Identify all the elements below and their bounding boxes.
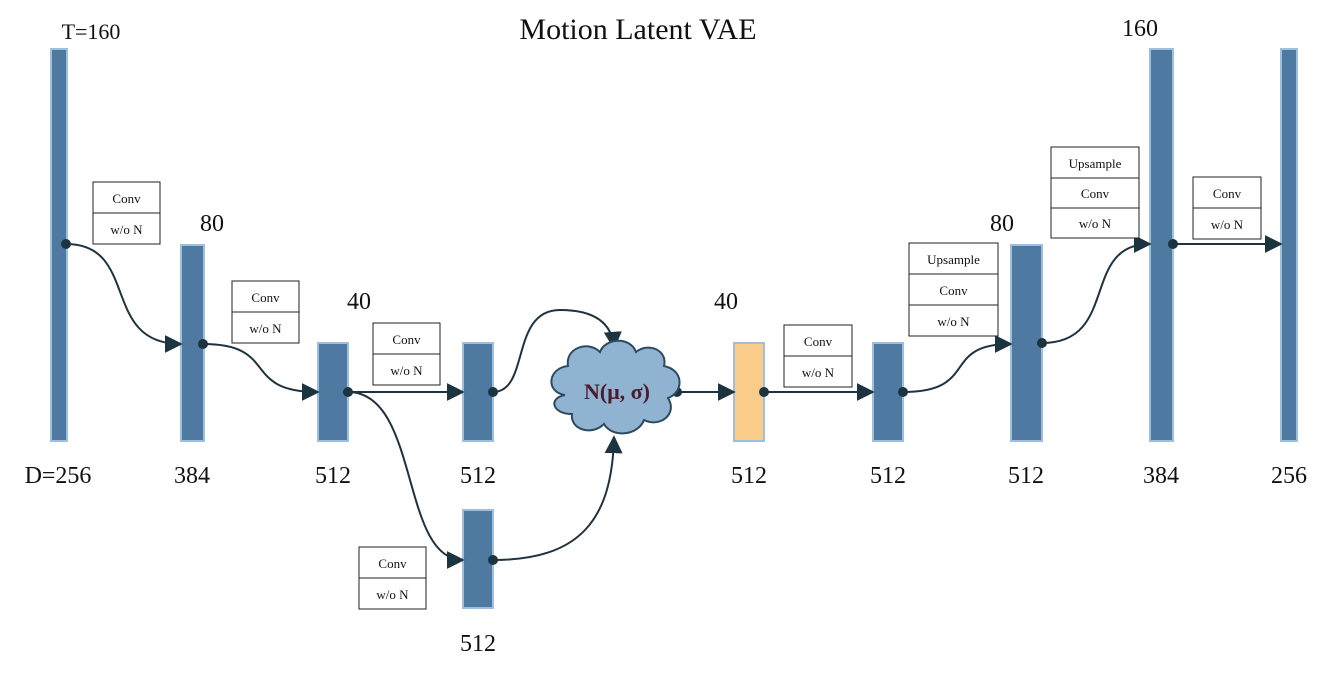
block-bottom-label: 512	[315, 463, 351, 489]
block-top-label: 80	[990, 211, 1014, 237]
connector-1-2	[202, 343, 320, 401]
block-top-label: 40	[347, 289, 371, 315]
op-line: w/o N	[249, 321, 282, 336]
block-bottom-label: D=256	[25, 463, 92, 489]
op-line: Conv	[392, 332, 421, 347]
connector-dot	[1037, 338, 1047, 348]
connector-dot	[1168, 239, 1178, 249]
connector-d0-d1	[902, 335, 1013, 393]
connector-sigma-dist	[492, 435, 623, 561]
block-bottom-label: 256	[1271, 463, 1307, 489]
block-bottom-label: 512	[870, 463, 906, 489]
block-bottom-label: 384	[174, 463, 210, 489]
op-line: w/o N	[1211, 217, 1244, 232]
op-line: Conv	[1213, 186, 1242, 201]
block-top-label: 40	[714, 289, 738, 315]
diagram-title: Motion Latent VAE	[519, 13, 756, 46]
op-line: Conv	[939, 283, 968, 298]
op-line: w/o N	[1079, 216, 1112, 231]
op-line: w/o N	[937, 314, 970, 329]
block-bottom-label: 512	[460, 631, 496, 657]
op-line: w/o N	[802, 365, 835, 380]
op-line: Upsample	[1069, 156, 1122, 171]
op-line: Conv	[112, 191, 141, 206]
block-top-label: 160	[1122, 16, 1158, 42]
connector-dot	[898, 387, 908, 397]
connector-2-sigma	[347, 391, 465, 569]
block-top-label: 80	[200, 211, 224, 237]
op-box-4: Conv w/o N	[783, 324, 853, 388]
connector-mu-dist	[492, 308, 622, 393]
connector-dot	[61, 239, 71, 249]
connector-dot	[343, 387, 353, 397]
op-line: Upsample	[927, 252, 980, 267]
block-bottom-label: 512	[460, 463, 496, 489]
connector-dot	[488, 387, 498, 397]
block-bottom-label: 512	[731, 463, 767, 489]
op-box-5: Upsample Conv w/o N	[908, 242, 999, 337]
distribution-cloud	[550, 339, 681, 435]
op-box-1: Conv w/o N	[231, 280, 300, 344]
op-box-0: Conv w/o N	[92, 181, 161, 245]
op-line: w/o N	[110, 222, 143, 237]
connector-dot	[759, 387, 769, 397]
op-line: w/o N	[376, 587, 409, 602]
op-box-7: Conv w/o N	[1192, 176, 1262, 240]
block-bottom-label: 384	[1143, 463, 1179, 489]
op-line: Conv	[804, 334, 833, 349]
connector-0-1	[65, 243, 183, 353]
block-top-label: T=160	[62, 19, 121, 44]
connector-dot	[198, 339, 208, 349]
op-box-6: Upsample Conv w/o N	[1050, 146, 1140, 239]
op-line: Conv	[378, 556, 407, 571]
distribution-label: N(μ, σ)	[584, 379, 650, 404]
op-line: Conv	[1081, 186, 1110, 201]
op-line: Conv	[251, 290, 280, 305]
op-box-3: Conv w/o N	[358, 546, 427, 610]
op-box-2: Conv w/o N	[372, 322, 441, 386]
connector-d1-d2	[1041, 235, 1152, 344]
op-line: w/o N	[390, 363, 423, 378]
block-bottom-label: 512	[1008, 463, 1044, 489]
decoder-block-1	[1010, 244, 1043, 442]
output-block	[1280, 48, 1298, 442]
connector-dot	[488, 555, 498, 565]
